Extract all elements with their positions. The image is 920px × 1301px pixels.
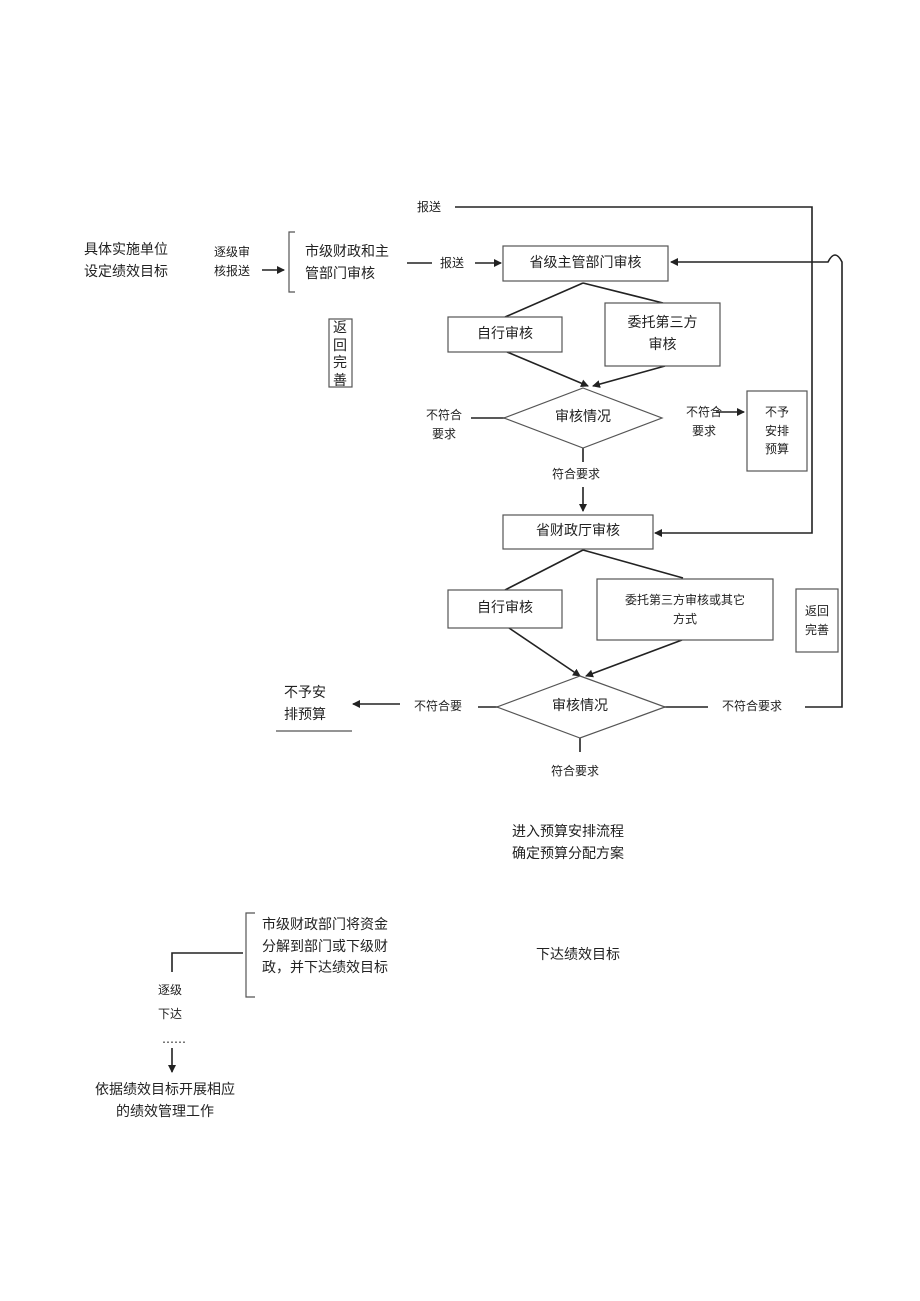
return-improve-right: 返回 完善 <box>804 603 829 637</box>
meet-requirements-2: 符合要求 <box>551 764 600 778</box>
box-third-2 <box>596 578 774 641</box>
not-meet-right-1: 不符合 要求 <box>686 405 723 438</box>
line-split1-left <box>504 282 584 318</box>
line-issue-down <box>171 952 243 972</box>
diamond-check-2 <box>495 675 667 739</box>
line-split1-right <box>582 282 664 304</box>
return-city-text: 返 回 完 善 <box>333 320 347 386</box>
line-self1-to-check <box>506 351 589 387</box>
check-status-2: 审核情况 <box>552 698 608 715</box>
self-review-2: 自行审核 <box>477 600 533 617</box>
issue-performance-targets: 下达绩效目标 <box>536 947 620 963</box>
box-return-city <box>328 318 353 388</box>
issue-level-label: 逐级 下达 <box>158 983 183 1021</box>
not-meet-left-2: 不符合要 <box>414 699 463 713</box>
unit-set-targets: 具体实施单位 设定绩效目标 <box>84 242 168 280</box>
box-no-budget-1 <box>746 390 808 472</box>
not-meet-left-1: 不符合 要求 <box>426 408 463 441</box>
no-budget-2: 不予安 排预算 <box>284 685 326 723</box>
third-party-review-2: 委托第三方审核或其它 方式 <box>624 592 745 626</box>
line-split2-left <box>504 549 584 591</box>
report-top-label: 报送 <box>417 200 442 214</box>
line-third2-to-check <box>585 639 683 678</box>
perf-management-work: 依据绩效目标开展相应 的绩效管理工作 <box>95 1082 235 1120</box>
box-self-2 <box>447 589 563 629</box>
city-decompose-funds: 市级财政部门将资金 分解到部门或下级财 政，并下达绩效目标 <box>262 917 388 977</box>
box-return-right <box>795 588 839 653</box>
check-status-1: 审核情况 <box>555 409 611 426</box>
line-third1-to-check <box>592 365 666 388</box>
line-return-loop <box>670 254 843 708</box>
line-report-top <box>455 206 813 537</box>
report-mid-label: 报送 <box>440 256 465 270</box>
third-party-review-1: 委托第三方 审核 <box>627 314 698 353</box>
enter-budget-process: 进入预算安排流程 确定预算分配方案 <box>512 824 624 862</box>
box-prov-finance <box>502 514 654 550</box>
line-split2-right <box>582 549 684 579</box>
box-prov-dept <box>502 245 669 282</box>
box-self-1 <box>447 316 563 353</box>
city-review-text: 市级财政和主 管部门审核 <box>305 244 389 282</box>
meet-requirements-1: 符合要求 <box>552 467 601 481</box>
submit-level-label: 逐级审 核报送 <box>214 245 251 278</box>
diamond-check-1 <box>502 387 664 449</box>
line-self2-to-check <box>508 627 581 677</box>
dots-continue: …… <box>162 1032 186 1046</box>
no-budget-1: 不予 安排 预算 <box>764 405 789 457</box>
box-third-1 <box>604 302 721 367</box>
not-meet-right-2: 不符合要求 <box>722 699 783 713</box>
prov-dept-review: 省级主管部门审核 <box>529 254 642 271</box>
bracket-city-review <box>288 231 295 293</box>
bracket-city-decompose <box>245 912 255 998</box>
prov-finance-review: 省财政厅审核 <box>536 523 620 540</box>
self-review-1: 自行审核 <box>477 325 533 342</box>
